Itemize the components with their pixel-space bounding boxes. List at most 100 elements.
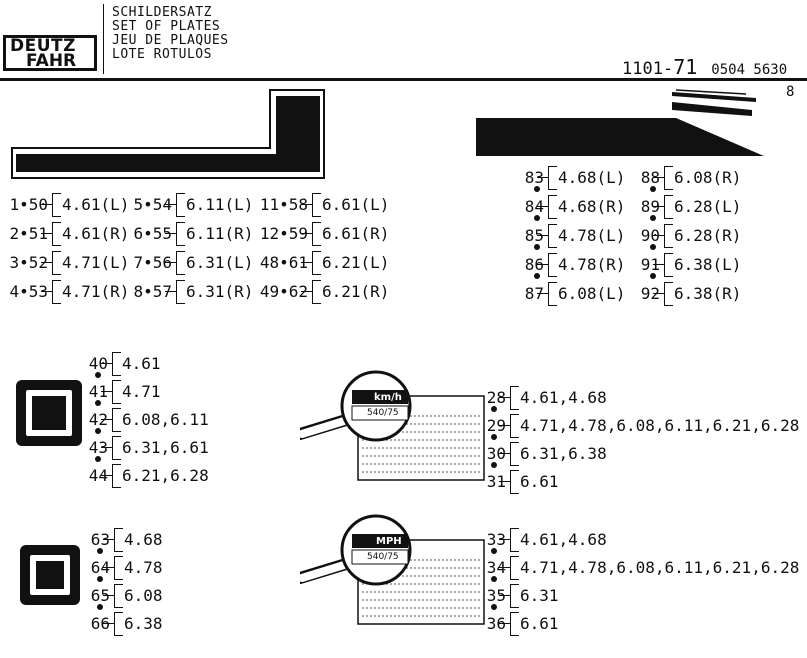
callout-bracket [499,414,519,438]
model-reference: 4.71,4.78,6.08,6.11,6.21,6.28 [520,416,800,435]
part-number: 33 [486,530,506,549]
part-number: 65 [90,586,110,605]
part-number: 2•51 [9,224,48,243]
part-number: 90 [640,226,660,245]
callout-bracket [653,195,673,219]
model-reference: 6.38(R) [674,284,742,303]
bullet-dot [650,215,656,221]
callout-bracket [101,436,121,460]
model-reference: 6.61(R) [322,224,390,243]
mph-speed-chart-illustration [300,514,485,625]
bullet-dot [97,548,103,554]
title-fr: JEU DE PLAQUES [112,33,229,48]
callout-bracket [653,282,673,306]
callout-bracket [653,253,673,277]
callout-bracket [103,612,123,636]
callout-bracket [537,195,557,219]
part-number: 48•61 [259,253,308,272]
callout-bracket [499,528,519,552]
model-reference: 4.78(R) [558,255,626,274]
callout-bracket [499,386,519,410]
part-number: 35 [486,586,506,605]
part-number: 3•52 [9,253,48,272]
model-reference: 6.21(L) [322,253,390,272]
right-stripe-decal-illustration [476,89,764,156]
callout-bracket [653,166,673,190]
model-reference: 6.31,6.38 [520,444,607,463]
kmh-unit-label: km/h [374,392,402,403]
part-callout: 48•61 6.21(L) [258,251,389,275]
model-reference: 6.28(L) [674,197,742,216]
page-number: 8 [786,84,795,100]
part-number: 40 [88,354,108,373]
part-callout: 42 6.08,6.11 [88,408,209,432]
bullet-dot [95,372,101,378]
part-number: 87 [524,284,544,303]
callout-bracket [41,222,61,246]
callout-bracket [165,251,185,275]
part-number: 63 [90,530,110,549]
part-number: 42 [88,410,108,429]
callout-bracket [537,253,557,277]
model-reference: 6.31(R) [186,282,254,301]
part-number: 4•53 [9,282,48,301]
callout-bracket [499,470,519,494]
part-number: 49•62 [259,282,308,301]
callout-bracket [165,193,185,217]
model-reference: 4.78 [124,558,163,577]
model-reference: 6.31 [520,586,559,605]
part-number: 29 [486,416,506,435]
doc-suffix: 0504 5630 [711,62,788,78]
header-rule [0,78,807,81]
part-number: 66 [90,614,110,633]
model-reference: 6.61 [520,614,559,633]
model-reference: 6.38(L) [674,255,742,274]
model-reference: 4.68(R) [558,197,626,216]
callout-bracket [41,280,61,304]
callout-bracket [301,193,321,217]
callout-bracket [537,282,557,306]
model-reference: 6.61 [520,472,559,491]
part-number: 34 [486,558,506,577]
callout-bracket [537,166,557,190]
small-square-plate-center [36,561,64,589]
model-reference: 6.08(R) [674,168,742,187]
bullet-dot [534,273,540,279]
model-reference: 6.21,6.28 [122,466,209,485]
part-callout: 29 4.71,4.78,6.08,6.11,6.21,6.28 [484,414,799,438]
bullet-dot [650,186,656,192]
callout-bracket [41,251,61,275]
part-number: 88 [640,168,660,187]
bullet-dot [650,273,656,279]
model-reference: 6.31(L) [186,253,254,272]
model-reference: 4.61 [122,354,161,373]
model-reference: 6.08,6.11 [122,410,209,429]
kmh-speed-chart-illustration [300,370,485,481]
part-number: 85 [524,226,544,245]
callout-bracket [301,222,321,246]
logo-line-2: FAHR [26,51,77,71]
bullet-dot [97,604,103,610]
bullet-dot [534,186,540,192]
model-reference: 6.08 [124,586,163,605]
model-reference: 6.31,6.61 [122,438,209,457]
doc-prefix: 1101- [622,59,674,79]
bullet-dot [491,434,497,440]
callout-bracket [101,408,121,432]
